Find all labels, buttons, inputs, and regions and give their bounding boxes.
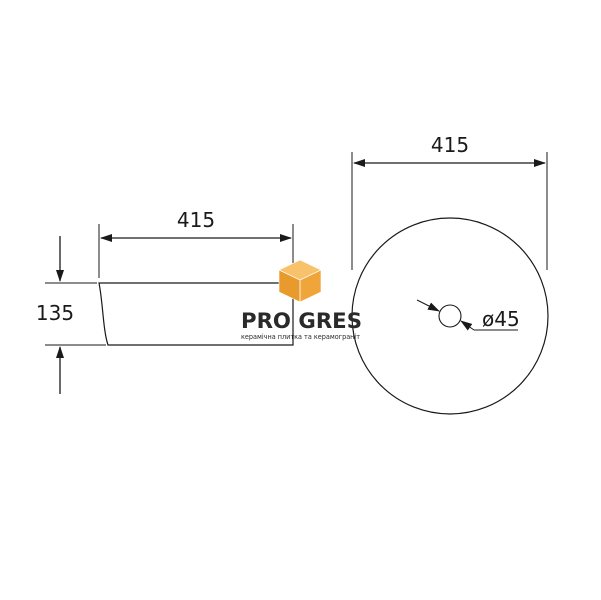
top-width-label: 415 bbox=[431, 133, 469, 157]
top-view: 415 ø45 bbox=[351, 133, 549, 415]
basin-profile bbox=[98, 282, 294, 346]
side-width-label: 415 bbox=[177, 208, 215, 232]
logo-tagline: керамічна плитка та керамограніт bbox=[241, 332, 360, 341]
basin-outline-circle bbox=[351, 217, 549, 415]
progres-logo: PRO GRES керамічна плитка та керамограні… bbox=[241, 259, 362, 341]
drain-hole-circle bbox=[438, 304, 462, 328]
drain-diameter-label: ø45 bbox=[482, 307, 520, 331]
logo-brand-name: PRO GRES bbox=[241, 309, 362, 333]
box-logo-icon bbox=[278, 259, 322, 303]
drain-leader-line bbox=[460, 320, 475, 331]
drain-leader-arrow-in bbox=[416, 299, 440, 312]
side-view: 415 135 bbox=[36, 208, 294, 394]
side-height-label: 135 bbox=[36, 301, 74, 325]
